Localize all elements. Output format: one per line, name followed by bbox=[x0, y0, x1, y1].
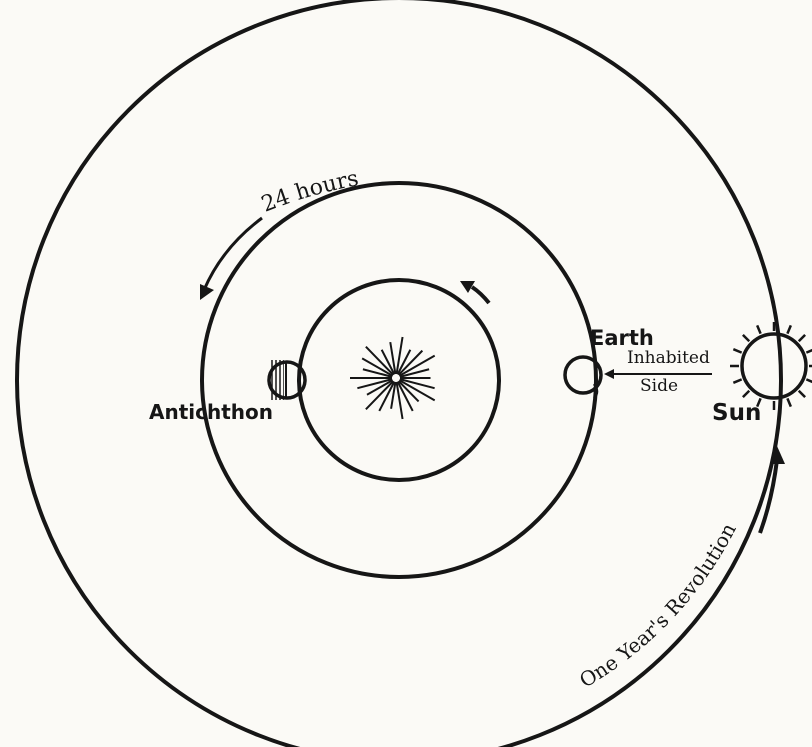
rotation-arrow-icon bbox=[460, 281, 489, 303]
side-label: Side bbox=[640, 376, 678, 396]
rayed-circle-icon bbox=[730, 322, 812, 410]
inner-orbit bbox=[299, 280, 499, 480]
starburst-icon bbox=[350, 337, 435, 419]
antichthon-label: Antichthon bbox=[149, 400, 273, 424]
middle-orbit bbox=[202, 183, 596, 577]
inhabited-label: Inhabited bbox=[627, 348, 710, 368]
earth-label: Earth bbox=[590, 326, 654, 350]
hours-arrow-icon bbox=[204, 218, 262, 290]
revolution-label: One Year's Revolution bbox=[575, 519, 741, 692]
sun-label: Sun bbox=[712, 400, 761, 426]
hours-label: 24 hours bbox=[258, 166, 360, 217]
